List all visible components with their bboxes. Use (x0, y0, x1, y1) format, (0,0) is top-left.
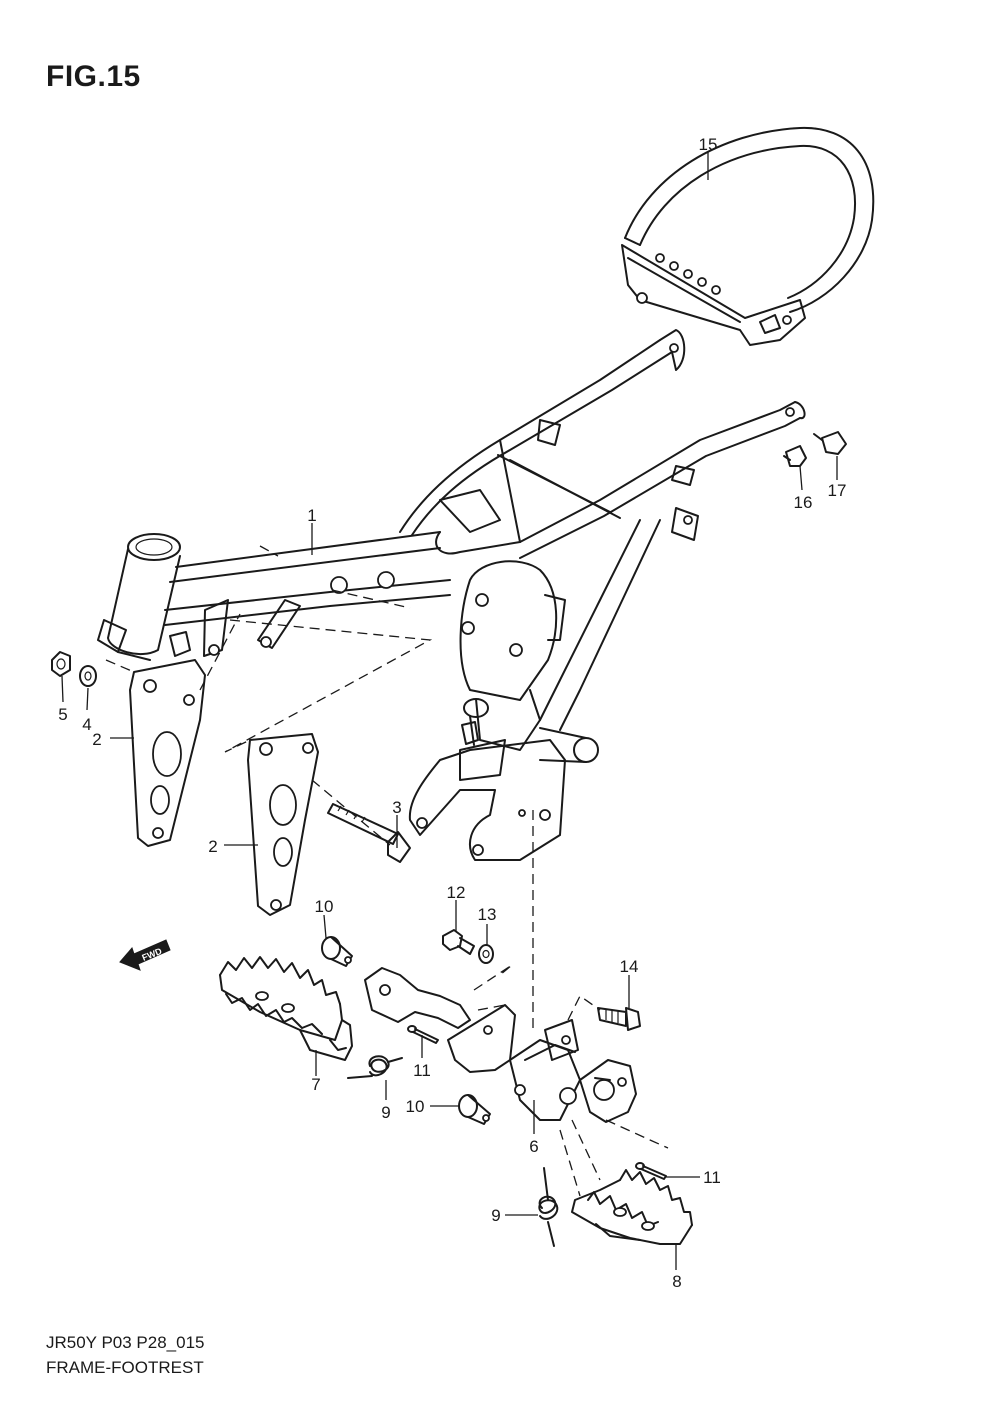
spring-part-9-lower[interactable] (538, 1167, 559, 1247)
callout-2-upper: 2 (92, 730, 101, 749)
callout-2-lower: 2 (208, 837, 217, 856)
footrest-part-7[interactable] (219, 956, 353, 1061)
pin-part-10-upper[interactable] (321, 936, 353, 967)
cotter-pin-part-11-upper[interactable] (407, 1025, 439, 1044)
pin-part-10-lower[interactable] (458, 1094, 491, 1125)
washer-part-13[interactable] (478, 944, 494, 964)
callout-14: 14 (620, 957, 639, 976)
callout-7: 7 (311, 1075, 320, 1094)
callout-11-upper: 11 (413, 1061, 431, 1080)
callout-4: 4 (82, 715, 91, 734)
model-code: JR50Y P03 P28_015 (46, 1333, 205, 1352)
footrest-part-8[interactable] (571, 1169, 693, 1245)
footrest-bracket-part-6[interactable] (364, 967, 637, 1123)
callout-1: 1 (307, 506, 316, 525)
cotter-pin-part-11-lower[interactable] (635, 1162, 667, 1180)
callout-12: 12 (447, 883, 466, 902)
callout-6: 6 (529, 1137, 538, 1156)
spring-part-9-upper[interactable] (347, 1055, 403, 1079)
callout-9-lower: 9 (491, 1206, 500, 1225)
callout-10-lower: 10 (406, 1097, 425, 1116)
callout-3: 3 (392, 798, 401, 817)
engine-bracket-part-2-right[interactable] (247, 733, 319, 916)
bolt-part-16[interactable] (783, 445, 807, 467)
bolt-part-3[interactable] (327, 803, 411, 863)
callout-15: 15 (699, 135, 718, 154)
callout-labels: 1 2 2 3 4 5 6 7 8 9 9 10 10 11 11 12 13 … (58, 135, 846, 1291)
callout-11-lower: 11 (703, 1168, 721, 1187)
bolt-part-12[interactable] (442, 929, 475, 955)
callout-17: 17 (828, 481, 847, 500)
section-name: FRAME-FOOTREST (46, 1358, 204, 1377)
washer-part-4[interactable] (79, 665, 97, 687)
fwd-label: FWD (141, 946, 164, 963)
callout-8: 8 (672, 1272, 681, 1291)
bolt-part-14[interactable] (597, 1007, 641, 1031)
grab-rail-part-15[interactable] (621, 126, 875, 346)
callout-9-upper: 9 (381, 1103, 390, 1122)
leader-lines (61, 152, 838, 1270)
engine-bracket-part-2-left[interactable] (129, 659, 206, 847)
bolt-part-17[interactable] (813, 431, 847, 455)
fwd-arrow-icon: FWD (119, 939, 171, 971)
figure-title: FIG.15 (46, 60, 141, 93)
nut-part-5[interactable] (51, 651, 71, 677)
frame-part-1[interactable] (97, 329, 806, 861)
callout-5: 5 (58, 705, 67, 724)
callout-10-upper: 10 (315, 897, 334, 916)
callout-16: 16 (794, 493, 813, 512)
callout-13: 13 (478, 905, 497, 924)
